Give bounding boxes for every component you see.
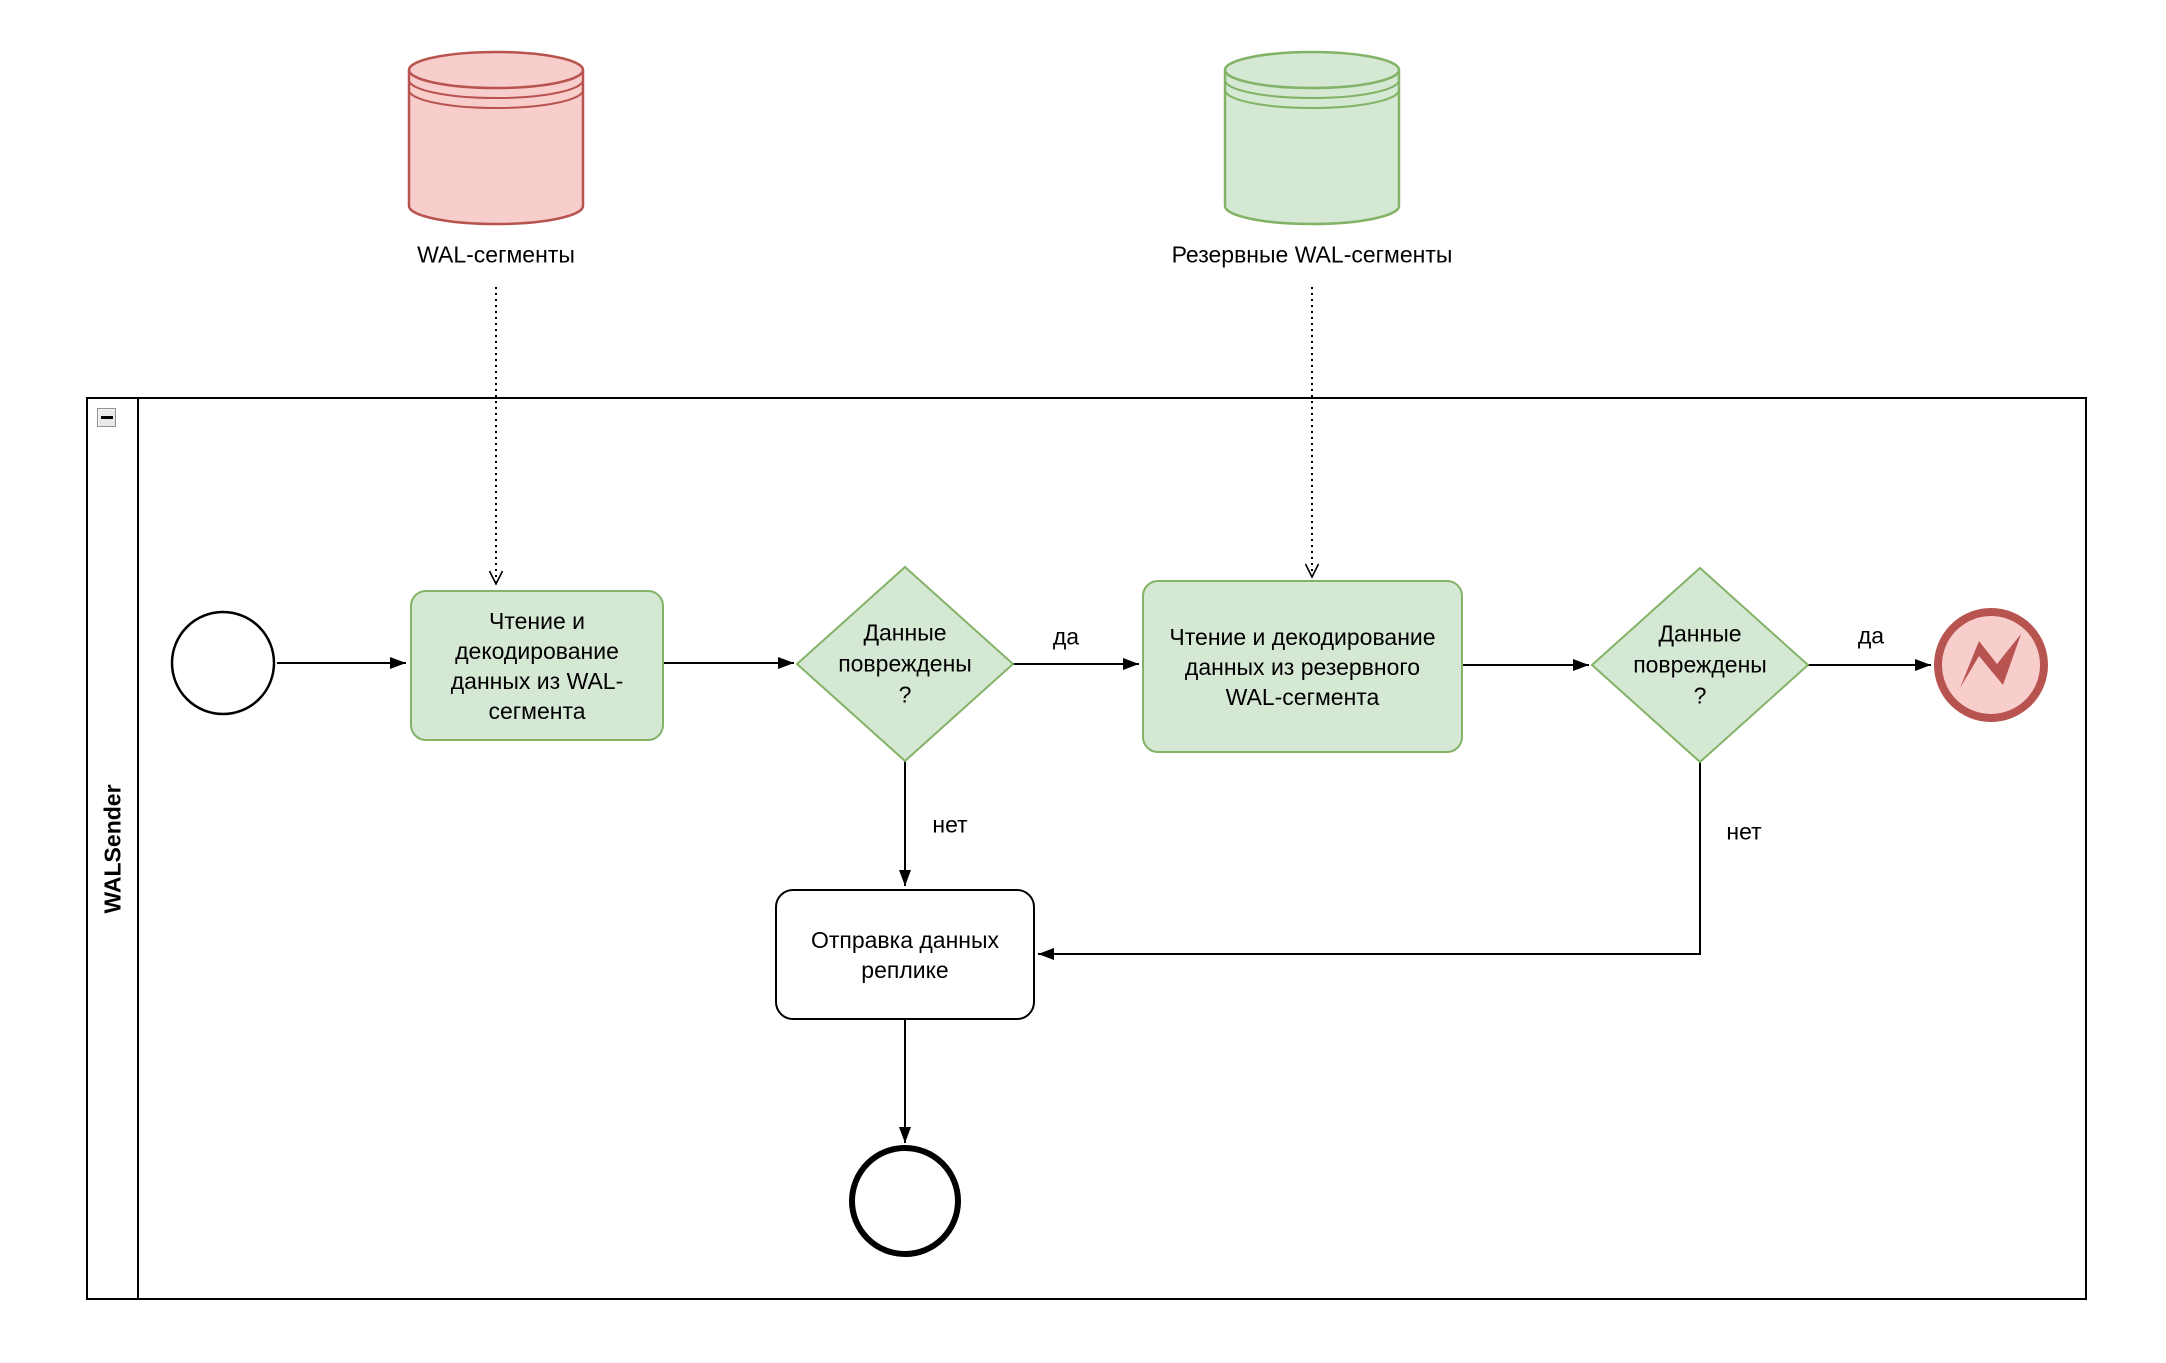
task-read-wal[interactable]: Чтение и декодирование данных из WAL- се… bbox=[410, 590, 664, 741]
gateway2-label: Данные повреждены ? bbox=[1633, 620, 1767, 709]
task-read-backup-wal[interactable]: Чтение и декодирование данных из резервн… bbox=[1142, 580, 1463, 753]
flow-gateway2-no-to-send bbox=[1038, 762, 1701, 960]
edge-label-yes-1: да bbox=[1050, 623, 1082, 651]
collapse-lane-icon[interactable] bbox=[97, 408, 116, 427]
task-read-backup-wal-label: Чтение и декодирование данных из резервн… bbox=[1169, 623, 1436, 710]
backup-wal-segments-label: Резервные WAL-сегменты bbox=[1171, 241, 1453, 268]
task-send-to-replica-label: Отправка данных реплике bbox=[810, 926, 1000, 983]
task-send-to-replica[interactable]: Отправка данных реплике bbox=[775, 889, 1035, 1020]
end-event[interactable] bbox=[849, 1145, 961, 1257]
error-end-event[interactable] bbox=[1934, 608, 2048, 722]
wal-segments-label: WAL-сегменты bbox=[417, 241, 575, 268]
minus-icon bbox=[100, 416, 113, 419]
gateway1-label: Данные повреждены ? bbox=[838, 619, 972, 708]
backup-wal-segments-cylinder[interactable] bbox=[1223, 50, 1401, 226]
gateway-data-corrupted-2[interactable] bbox=[1590, 566, 1810, 764]
task-read-wal-label: Чтение и декодирование данных из WAL- се… bbox=[450, 607, 624, 724]
lightning-bolt-icon bbox=[1960, 634, 2021, 688]
edge-label-no-1: нет bbox=[930, 811, 970, 839]
edge-label-no-2: нет bbox=[1724, 818, 1764, 846]
edge-label-yes-2: да bbox=[1855, 622, 1887, 650]
walsender-lane-header[interactable]: WALSender bbox=[88, 399, 139, 1298]
walsender-lane[interactable]: WALSender bbox=[86, 397, 2087, 1300]
gateway-data-corrupted-1[interactable] bbox=[795, 565, 1015, 763]
start-event[interactable] bbox=[170, 610, 276, 716]
wal-segments-cylinder[interactable] bbox=[407, 50, 585, 226]
